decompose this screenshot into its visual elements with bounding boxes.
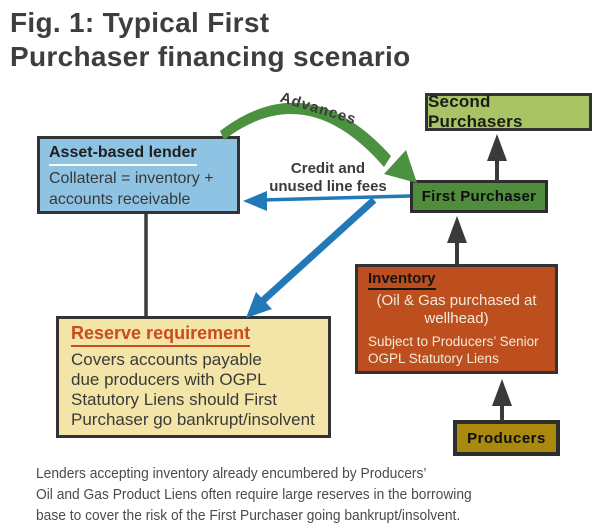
reserve-body-line1: Covers accounts payable [71,350,262,369]
asset-based-lender-body-line1: Collateral = inventory + [49,170,214,187]
advances-arrow [220,102,391,167]
advances-arrowhead-icon [384,150,417,183]
second-purchasers-label: Second Purchasers [428,92,523,131]
reserve-requirement-title: Reserve requirement [71,323,251,347]
inventory-to-fp-arrowhead-icon [447,216,467,243]
figure-caption: Lenders accepting inventory already encu… [36,463,472,526]
inventory-box: Inventory (Oil & Gas purchased at wellhe… [355,264,558,374]
figure-caption-line2: Oil and Gas Product Liens often require … [36,486,472,503]
reserve-body-line2: due producers with OGPL [71,370,267,389]
figure-title: Fig. 1: Typical First Purchaser financin… [10,6,411,74]
first-purchaser-box: First Purchaser [410,180,548,213]
figure-caption-line3: base to cover the risk of the First Purc… [36,507,461,524]
producers-label: Producers [467,429,546,447]
producers-box: Producers [453,420,560,456]
asset-based-lender-box: Asset-based lender Collateral = inventor… [37,136,240,214]
credit-fees-label-line2: unused line fees [269,178,387,195]
inventory-subtitle-line2: wellhead) [424,310,489,327]
reserve-arrow [255,197,377,308]
credit-fees-arrowhead-icon [243,191,267,211]
inventory-body-line2: OGPL Statutory Liens [368,351,499,366]
reserve-body-line3: Statutory Liens should First [71,390,277,409]
figure-caption-line1: Lenders accepting inventory already encu… [36,465,427,482]
credit-fees-arrow [261,194,411,202]
reserve-arrowhead-icon [246,292,272,318]
credit-fees-arrow-label: Credit and unused line fees [248,160,408,196]
first-purchaser-label: First Purchaser [421,188,537,205]
figure-title-line1: Fig. 1: Typical First [10,7,270,38]
asset-based-lender-title: Asset-based lender [49,144,197,166]
inventory-title: Inventory [368,270,436,290]
inventory-body-line1: Subject to Producers’ Senior [368,334,539,349]
credit-fees-label-line1: Credit and [290,160,366,177]
asset-based-lender-body-line2: accounts receivable [49,191,191,208]
reserve-requirement-box: Reserve requirement Covers accounts paya… [56,316,331,438]
producers-to-inventory-arrowhead-icon [492,379,512,406]
figure-title-line2: Purchaser financing scenario [10,41,411,72]
inventory-subtitle-line1: (Oil & Gas purchased at [376,292,537,309]
second-purchasers-box: Second Purchasers [425,92,592,131]
reserve-body-line4: Purchaser go bankrupt/insolvent [71,410,315,429]
fp-to-sp-arrowhead-icon [487,134,507,161]
